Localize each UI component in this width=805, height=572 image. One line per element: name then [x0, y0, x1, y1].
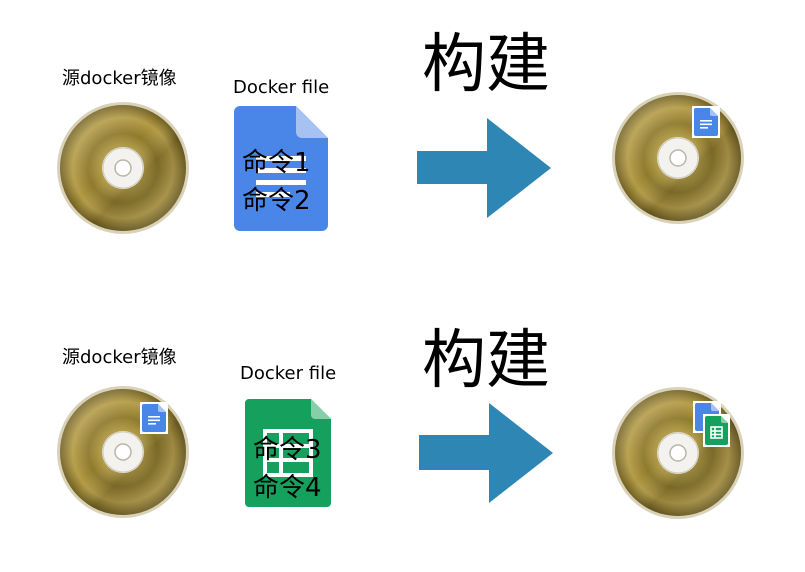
- build-label: 构建: [422, 324, 550, 398]
- dockerfile-spreadsheet-icon: [245, 399, 331, 507]
- result-disc-icon: [612, 92, 744, 224]
- dockerfile-line-2: 命令2: [242, 186, 311, 216]
- dockerfile-document-icon: [234, 106, 328, 231]
- build-label: 构建: [422, 28, 550, 102]
- dockerfile-line-1: 命令1: [242, 148, 311, 178]
- build-arrow-icon: [419, 403, 553, 503]
- dockerfile-label: Docker file: [240, 363, 336, 384]
- row-2: 源docker镜像 Docker file 命令3 命令4: [57, 324, 744, 519]
- result-spreadsheet-badge-icon: [703, 414, 730, 447]
- dockerfile-label: Docker file: [233, 77, 329, 98]
- dockerfile-line-3: 命令3: [253, 435, 322, 465]
- result-disc-icon: [612, 387, 744, 519]
- row-1: 源docker镜像 Docker file 命令1 命令2 构建: [57, 28, 744, 234]
- source-disc-icon: [57, 386, 189, 518]
- dockerfile-line-4: 命令4: [253, 473, 322, 503]
- source-image-label: 源docker镜像: [62, 68, 177, 89]
- build-arrow-icon: [417, 118, 551, 218]
- result-document-badge-icon: [692, 106, 720, 138]
- source-image-label: 源docker镜像: [62, 347, 177, 368]
- source-document-badge-icon: [140, 402, 168, 434]
- source-disc-icon: [57, 102, 189, 234]
